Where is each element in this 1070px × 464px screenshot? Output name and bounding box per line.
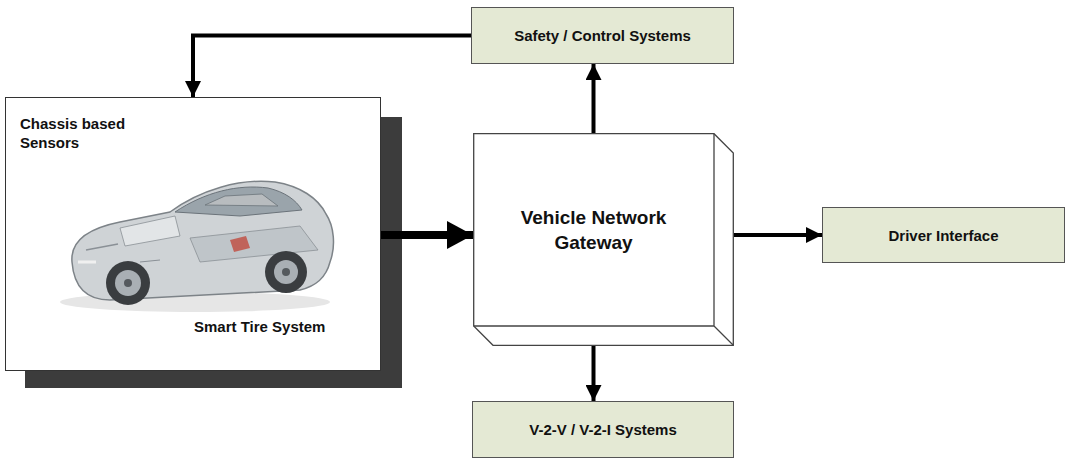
car-illustration: [60, 181, 333, 312]
vehicle-box: Chassis based SensorsSmart Tire System: [5, 97, 381, 371]
node-label: Chassis based Sensors: [20, 114, 138, 152]
node-label: Driver Interface: [888, 227, 998, 244]
arrow-connector: [592, 64, 596, 133]
box-ground: [5, 97, 381, 371]
arrow-connector: [592, 346, 596, 401]
node-label: Vehicle Network Gateway: [504, 205, 684, 255]
node-label: V-2-V / V-2-I Systems: [529, 421, 677, 438]
box-edge: [474, 134, 734, 346]
system-box: Safety / Control Systems: [471, 7, 734, 64]
arrow-connector: [381, 231, 473, 239]
node-label: Smart Tire System: [194, 317, 325, 336]
box-outline: [474, 134, 734, 346]
system-box: Driver Interface: [822, 207, 1065, 263]
arrow-connector: [193, 36, 471, 98]
box-face: Vehicle Network Gateway: [473, 133, 714, 326]
gateway-box: Vehicle Network Gateway: [473, 133, 734, 346]
arrow-connector: [734, 233, 822, 237]
system-box: V-2-V / V-2-I Systems: [472, 401, 734, 458]
node-label: Safety / Control Systems: [514, 27, 691, 44]
